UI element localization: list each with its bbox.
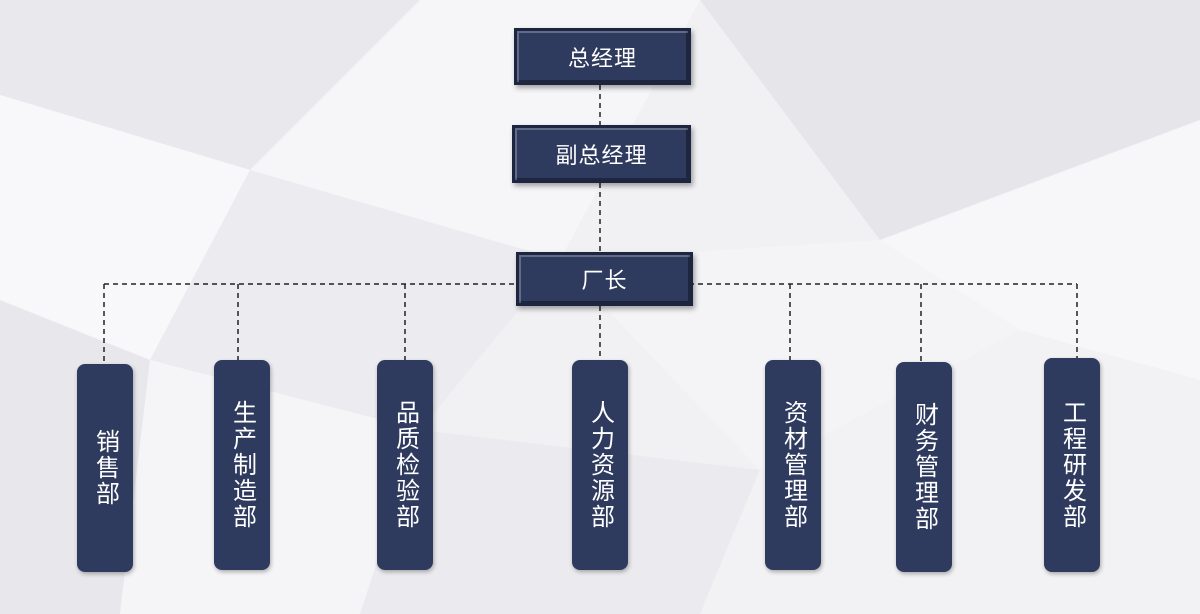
department-label: 资材管理部	[779, 400, 808, 530]
department-finance: 财务管理部	[896, 362, 952, 572]
department-sales: 销售部	[77, 364, 133, 572]
deputy-general-manager-box: 副总经理	[512, 125, 691, 183]
department-label: 工程研发部	[1058, 400, 1087, 530]
department-label: 生产制造部	[228, 400, 257, 530]
department-materials: 资材管理部	[765, 360, 821, 570]
general-manager-box: 总经理	[514, 28, 691, 85]
department-quality: 品质检验部	[377, 360, 433, 570]
department-engineering: 工程研发部	[1044, 358, 1100, 572]
department-label: 销售部	[91, 429, 120, 507]
department-hr: 人力资源部	[572, 360, 628, 570]
plant-manager-box: 厂长	[516, 252, 693, 306]
department-label: 财务管理部	[910, 402, 939, 532]
department-label: 品质检验部	[391, 400, 420, 530]
department-label: 人力资源部	[586, 400, 615, 530]
department-production: 生产制造部	[214, 360, 270, 570]
